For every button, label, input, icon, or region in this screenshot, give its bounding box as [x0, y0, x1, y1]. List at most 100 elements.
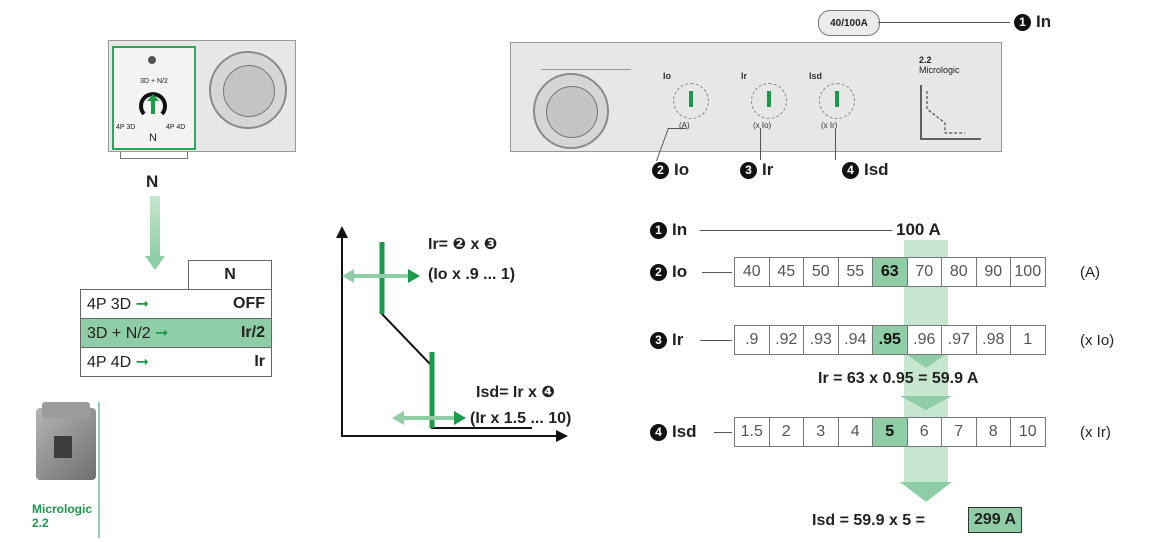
rating-badge: 40/100A: [818, 10, 880, 36]
ir-leader-line: [700, 340, 732, 341]
ir-row-label: 3 Ir: [650, 330, 683, 350]
number-1-icon: 1: [650, 221, 667, 239]
callout-in: 1 In: [1014, 12, 1051, 32]
isd-setting-cell: 7: [942, 417, 977, 447]
ir-setting-cell: .94: [838, 325, 873, 355]
neutral-switch-box: 3D + N/2 4P 3D 4P 4D N: [112, 46, 196, 150]
isd-leader-line: [714, 432, 732, 433]
isd-setting-cell: 3: [804, 417, 839, 447]
ir-unit: (x Io): [1080, 332, 1115, 349]
dial-ir-title: Ir: [741, 71, 748, 81]
number-3-icon: 3: [650, 331, 667, 349]
trip-unit-panel: Io (A) Ir (x Io) Isd (x Ir) 2.2 Microlog…: [510, 42, 1002, 152]
circuit-breaker-image: [30, 402, 100, 502]
ir-setting-cell: 1: [1011, 325, 1046, 355]
isd-setting-cell: 1.5: [734, 417, 770, 447]
isd-result-value: 299 A: [968, 507, 1023, 533]
arrow-icon: ➞: [135, 354, 150, 371]
number-4-icon: 4: [650, 423, 667, 441]
io-setting-cell: 50: [804, 257, 839, 287]
switch-bottom-label: N: [149, 132, 157, 144]
down-arrow-head: [145, 256, 165, 270]
table-header: N: [188, 260, 272, 290]
number-2-icon: 2: [652, 161, 669, 179]
io-setting-cell: 100: [1011, 257, 1046, 287]
trip-curve-icon: [920, 85, 981, 140]
brand-separator: [98, 402, 100, 538]
ir-setting-cell: .96: [907, 325, 942, 355]
dial-isd-unit: (x Ir): [821, 121, 838, 130]
isd-row-label: 4 Isd: [650, 422, 697, 442]
dial-io[interactable]: Io (A): [661, 71, 721, 131]
isd-top-arrow: [900, 396, 952, 410]
neutral-config-table: N 4P 3D ➞ OFF 3D + N/2 ➞ Ir/2 4P 4D ➞ Ir: [80, 260, 272, 377]
number-1-icon: 1: [1014, 13, 1031, 31]
dial-io-title: Io: [663, 71, 671, 81]
io-leader-line: [702, 272, 732, 273]
io-setting-cell: 55: [838, 257, 873, 287]
io-setting-cell: 45: [769, 257, 804, 287]
ir-formula-line1: Ir= ❷ x ❸: [428, 236, 498, 253]
in-label: In: [672, 220, 688, 239]
isd-arrow-head: [900, 482, 952, 502]
dial-isd-title: Isd: [809, 71, 823, 81]
isd-setting-cell: 4: [838, 417, 873, 447]
test-connector-icon: [533, 73, 609, 149]
switch-screw-icon: [148, 56, 156, 64]
dial-ir-unit: (x Io): [753, 121, 772, 130]
row-config: 4P 4D: [87, 354, 132, 371]
io-label: Io: [672, 262, 688, 281]
arrow-icon: ➞: [135, 296, 150, 313]
in-row-label: 1 In: [650, 220, 687, 240]
ir-setting-cell: .9: [734, 325, 770, 355]
model-line1: 2.2: [919, 55, 932, 65]
ir-setting-cell: .97: [942, 325, 977, 355]
bracket-line: [120, 152, 188, 159]
ir-result: Ir = 63 x 0.95 = 59.9 A: [818, 370, 979, 387]
isd-setting-cell: 8: [976, 417, 1011, 447]
switch-left-label: 4P 3D: [116, 124, 136, 131]
isd-setting-cell: 2: [769, 417, 804, 447]
io-setting-cell: 63: [873, 257, 908, 287]
callout-isd: 4 Isd: [842, 160, 889, 180]
callout-ir: 3 Ir: [740, 160, 773, 180]
test-connector-icon: [209, 51, 287, 129]
isd-unit: (x Ir): [1080, 424, 1111, 441]
neutral-label: N: [146, 172, 159, 191]
isd-formula-line2: (Ir x 1.5 ... 10): [470, 410, 572, 427]
io-setting-cell: 70: [907, 257, 942, 287]
led-indicators: [541, 49, 631, 70]
arrow-icon: ➞: [155, 325, 169, 342]
io-setting-cell: 40: [734, 257, 770, 287]
ir-setting-cell: .92: [769, 325, 804, 355]
table-row: 3D + N/2 ➞ Ir/2: [80, 318, 272, 348]
rating-leader-line: [878, 22, 1010, 23]
row-config: 4P 3D: [87, 296, 132, 313]
io-setting-cell: 90: [976, 257, 1011, 287]
dial-io-unit: (A): [679, 121, 690, 130]
callout-io: 2 Io: [652, 160, 689, 180]
dial-isd[interactable]: Isd (x Ir): [807, 71, 867, 131]
neutral-selector-knob-icon[interactable]: [136, 88, 170, 122]
switch-top-label: 3D + N/2: [140, 78, 168, 85]
isd-label: Isd: [672, 422, 697, 441]
isd-result-prefix: Isd = 59.9 x 5 =: [812, 512, 925, 529]
row-config: 3D + N/2: [87, 325, 151, 342]
dial-ir[interactable]: Ir (x Io): [739, 71, 799, 131]
callout-isd-line: [835, 128, 836, 160]
table-row: 4P 3D ➞ OFF: [80, 289, 272, 319]
ir-setting-cell: .93: [804, 325, 839, 355]
number-2-icon: 2: [650, 263, 667, 281]
callout-in-label: In: [1036, 12, 1052, 31]
brand-line1: Micrologic: [32, 502, 93, 516]
isd-setting-cell: 5: [873, 417, 908, 447]
io-unit: (A): [1080, 264, 1100, 281]
row-value: OFF: [188, 289, 272, 319]
callout-ir-line: [760, 128, 761, 160]
io-row-label: 2 Io: [650, 262, 687, 282]
in-value: 100 A: [896, 220, 941, 239]
in-leader-line: [700, 230, 892, 231]
model-line2: Micrologic: [919, 65, 960, 75]
callout-io-label: Io: [674, 160, 690, 179]
